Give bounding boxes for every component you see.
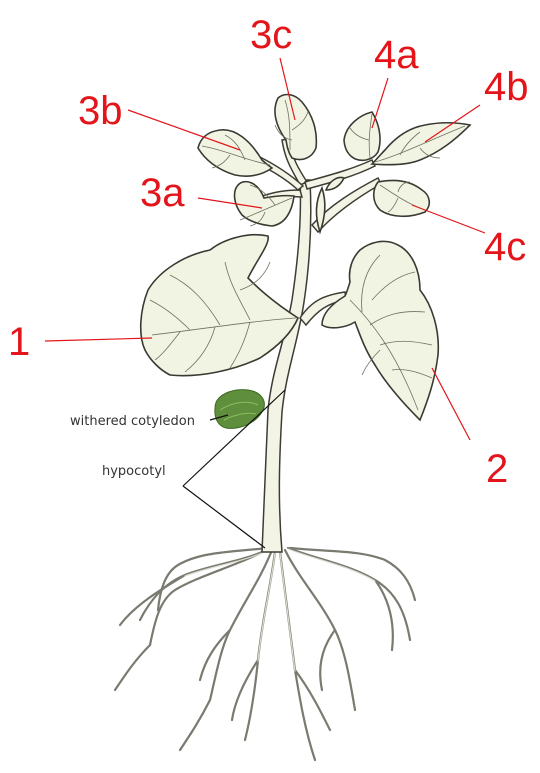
label-hypocotyl: hypocotyl: [102, 464, 166, 479]
label-4c: 4c: [484, 225, 526, 269]
text-labels: withered cotyledon hypocotyl: [70, 414, 195, 479]
label-4b: 4b: [484, 65, 529, 109]
leader-4c: [412, 205, 485, 233]
leaf-4c: [374, 180, 430, 216]
leader-1: [45, 338, 152, 341]
label-2: 2: [486, 447, 508, 491]
label-withered-cotyledon: withered cotyledon: [70, 414, 195, 429]
leaf-3b: [198, 130, 272, 176]
hypocotyl-pointer-lower: [183, 486, 265, 548]
leader-4a: [372, 78, 388, 128]
label-1: 1: [8, 320, 30, 364]
label-3b: 3b: [78, 89, 123, 133]
withered-cotyledon: [215, 390, 264, 429]
leaf-1: [141, 235, 298, 376]
leaf-4b: [372, 123, 470, 165]
label-3a: 3a: [140, 171, 185, 215]
leaf-3a: [235, 182, 294, 226]
leaf-3c: [275, 95, 316, 160]
label-3c: 3c: [250, 13, 292, 57]
leader-2: [432, 368, 470, 440]
leaf-2: [322, 241, 438, 420]
label-4a: 4a: [374, 33, 419, 77]
root-system: [115, 548, 415, 760]
